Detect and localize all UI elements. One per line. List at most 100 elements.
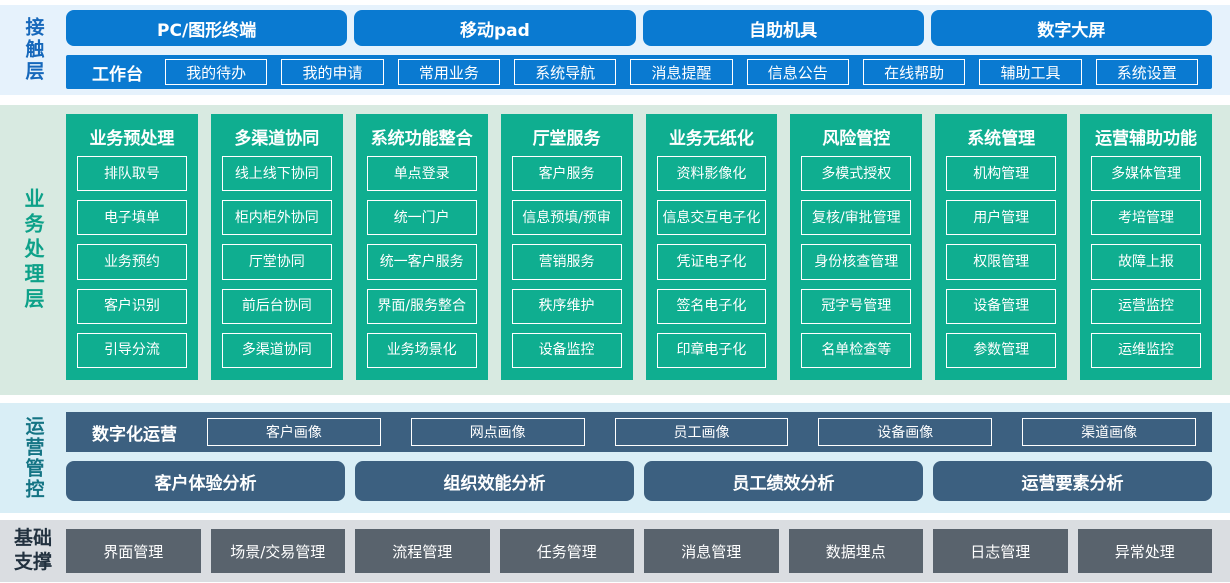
business-item-button[interactable]: 权限管理 <box>946 244 1057 280</box>
business-item-button[interactable]: 客户服务 <box>511 156 622 192</box>
business-item-button[interactable]: 冠字号管理 <box>801 288 912 324</box>
channel-button[interactable]: 移动pad <box>354 10 636 46</box>
business-item-button[interactable]: 营销服务 <box>511 244 622 280</box>
business-item-button[interactable]: 凭证电子化 <box>656 244 767 280</box>
business-item-button[interactable]: 复核/审批管理 <box>801 200 912 236</box>
channel-button[interactable]: 自助机具 <box>642 10 924 46</box>
workbench-item-button[interactable]: 常用业务 <box>397 59 500 85</box>
business-column: 风险管控 多模式授权 复核/审批管理 身份核查管理 冠字号管理 <box>790 114 923 380</box>
foundation-box-button[interactable]: 日志管理 <box>933 529 1068 573</box>
contact-layer-label: 接触层 <box>22 17 45 83</box>
business-column-items: 线上线下协同 柜内柜外协同 厅堂协同 前后台协同 多渠道协同 <box>221 156 332 369</box>
workbench-item-button[interactable]: 我的申请 <box>281 59 384 85</box>
contact-layer-band: 接触层 PC/图形终端 移动pad 自助机具 数字大屏 工作台 我的待 <box>0 5 1230 95</box>
business-item-button[interactable]: 排队取号 <box>77 156 187 192</box>
business-item-button[interactable]: 厅堂协同 <box>221 244 332 280</box>
workbench-items: 我的待办 我的申请 常用业务 系统导航 消息提醒 信息公告 在线帮助 辅助工具 <box>165 59 1198 85</box>
operations-layer-label: 运营管控 <box>22 416 45 500</box>
business-item-button[interactable]: 名单检查等 <box>801 332 912 369</box>
business-column-items: 单点登录 统一门户 统一客户服务 界面/服务整合 业务场景化 <box>366 156 477 369</box>
channel-button[interactable]: 数字大屏 <box>930 10 1212 46</box>
operations-layer-band: 运营管控 数字化运营 客户画像 网点画像 员工画像 设备画像 渠道画像 <box>0 403 1230 513</box>
workbench-item-button[interactable]: 信息公告 <box>746 59 849 85</box>
business-column: 业务无纸化 资料影像化 信息交互电子化 凭证电子化 签名电子化 <box>645 114 778 380</box>
portrait-items: 客户画像 网点画像 员工画像 设备画像 渠道画像 <box>207 418 1196 446</box>
business-item-button[interactable]: 统一客户服务 <box>366 244 477 280</box>
business-item-button[interactable]: 统一门户 <box>366 200 477 236</box>
business-item-button[interactable]: 单点登录 <box>366 156 477 192</box>
business-columns: 业务预处理 排队取号 电子填单 业务预约 客户识别 <box>66 114 1212 380</box>
foundation-box-button[interactable]: 异常处理 <box>1077 529 1212 573</box>
business-column-items: 多媒体管理 考培管理 故障上报 运营监控 运维监控 <box>1091 156 1201 369</box>
business-column-title: 运营辅助功能 <box>1095 128 1198 149</box>
business-item-button[interactable]: 多渠道协同 <box>221 332 332 369</box>
business-item-button[interactable]: 客户识别 <box>77 288 187 324</box>
business-item-button[interactable]: 多模式授权 <box>801 156 912 192</box>
business-column-items: 客户服务 信息预填/预审 营销服务 秩序维护 设备监控 <box>511 156 622 369</box>
business-column-title: 多渠道协同 <box>234 128 320 149</box>
portrait-button[interactable]: 网点画像 <box>410 418 585 446</box>
business-item-button[interactable]: 业务预约 <box>77 244 187 280</box>
foundation-box-button[interactable]: 界面管理 <box>66 529 201 573</box>
business-item-button[interactable]: 前后台协同 <box>221 288 332 324</box>
business-item-button[interactable]: 运营监控 <box>1091 288 1201 324</box>
business-item-button[interactable]: 用户管理 <box>946 200 1057 236</box>
business-item-button[interactable]: 线上线下协同 <box>221 156 332 192</box>
contact-layer-content: PC/图形终端 移动pad 自助机具 数字大屏 工作台 我的待办 我的申请 <box>66 5 1230 95</box>
business-item-button[interactable]: 多媒体管理 <box>1091 156 1201 192</box>
foundation-layer-label-col: 基础支撑 <box>0 527 66 575</box>
analysis-button[interactable]: 客户体验分析 <box>66 461 345 501</box>
business-item-button[interactable]: 秩序维护 <box>511 288 622 324</box>
operations-layer-content: 数字化运营 客户画像 网点画像 员工画像 设备画像 渠道画像 <box>66 403 1230 513</box>
portrait-button[interactable]: 渠道画像 <box>1022 418 1196 446</box>
business-item-button[interactable]: 信息交互电子化 <box>656 200 767 236</box>
foundation-box-button[interactable]: 任务管理 <box>499 529 634 573</box>
foundation-layer-band: 基础支撑 界面管理 场景/交易管理 流程管理 任务管理 消息管理 数据埋点 日志… <box>0 520 1230 582</box>
business-column: 多渠道协同 线上线下协同 柜内柜外协同 厅堂协同 前后台协同 <box>210 114 343 380</box>
analysis-button[interactable]: 员工绩效分析 <box>644 461 923 501</box>
workbench-item-button[interactable]: 消息提醒 <box>630 59 733 85</box>
business-column-items: 机构管理 用户管理 权限管理 设备管理 参数管理 <box>946 156 1057 369</box>
foundation-box-button[interactable]: 场景/交易管理 <box>210 529 345 573</box>
foundation-box-button[interactable]: 消息管理 <box>644 529 779 573</box>
portrait-button[interactable]: 设备画像 <box>818 418 993 446</box>
business-item-button[interactable]: 运维监控 <box>1091 332 1201 369</box>
business-item-button[interactable]: 资料影像化 <box>656 156 767 192</box>
business-item-button[interactable]: 业务场景化 <box>366 332 477 369</box>
analysis-button[interactable]: 组织效能分析 <box>355 461 634 501</box>
business-item-button[interactable]: 印章电子化 <box>656 332 767 369</box>
contact-layer-label-col: 接触层 <box>0 5 66 95</box>
business-column-title: 风险管控 <box>822 128 891 149</box>
business-item-button[interactable]: 参数管理 <box>946 332 1057 369</box>
workbench-label: 工作台 <box>92 64 143 85</box>
portrait-button[interactable]: 员工画像 <box>614 418 789 446</box>
analysis-button[interactable]: 运营要素分析 <box>933 461 1212 501</box>
business-item-button[interactable]: 签名电子化 <box>656 288 767 324</box>
business-item-button[interactable]: 身份核查管理 <box>801 244 912 280</box>
foundation-layer-label: 基础支撑 <box>13 527 52 573</box>
business-layer-label-col: 业务处理层 <box>0 105 66 395</box>
business-item-button[interactable]: 界面/服务整合 <box>366 288 477 324</box>
business-item-button[interactable]: 设备管理 <box>946 288 1057 324</box>
workbench-item-button[interactable]: 我的待办 <box>165 59 268 85</box>
workbench-item-button[interactable]: 系统设置 <box>1095 59 1198 85</box>
business-item-button[interactable]: 引导分流 <box>77 332 187 369</box>
business-column-items: 资料影像化 信息交互电子化 凭证电子化 签名电子化 印章电子化 <box>656 156 767 369</box>
business-item-button[interactable]: 考培管理 <box>1091 200 1201 236</box>
portrait-button[interactable]: 客户画像 <box>207 418 381 446</box>
workbench-item-button[interactable]: 系统导航 <box>513 59 617 85</box>
business-item-button[interactable]: 电子填单 <box>77 200 187 236</box>
channel-button[interactable]: PC/图形终端 <box>66 10 348 46</box>
workbench-item-button[interactable]: 在线帮助 <box>862 59 966 85</box>
business-layer-label: 业务处理层 <box>21 187 45 313</box>
business-item-button[interactable]: 机构管理 <box>946 156 1057 192</box>
digital-operations-label: 数字化运营 <box>92 424 177 445</box>
business-layer-band: 业务处理层 业务预处理 排队取号 电子填单 业务预 <box>0 105 1230 395</box>
workbench-item-button[interactable]: 辅助工具 <box>979 59 1082 85</box>
business-item-button[interactable]: 故障上报 <box>1091 244 1201 280</box>
business-item-button[interactable]: 设备监控 <box>511 332 622 369</box>
foundation-box-button[interactable]: 数据埋点 <box>788 529 923 573</box>
business-item-button[interactable]: 柜内柜外协同 <box>221 200 332 236</box>
business-item-button[interactable]: 信息预填/预审 <box>511 200 622 236</box>
foundation-box-button[interactable]: 流程管理 <box>355 529 490 573</box>
